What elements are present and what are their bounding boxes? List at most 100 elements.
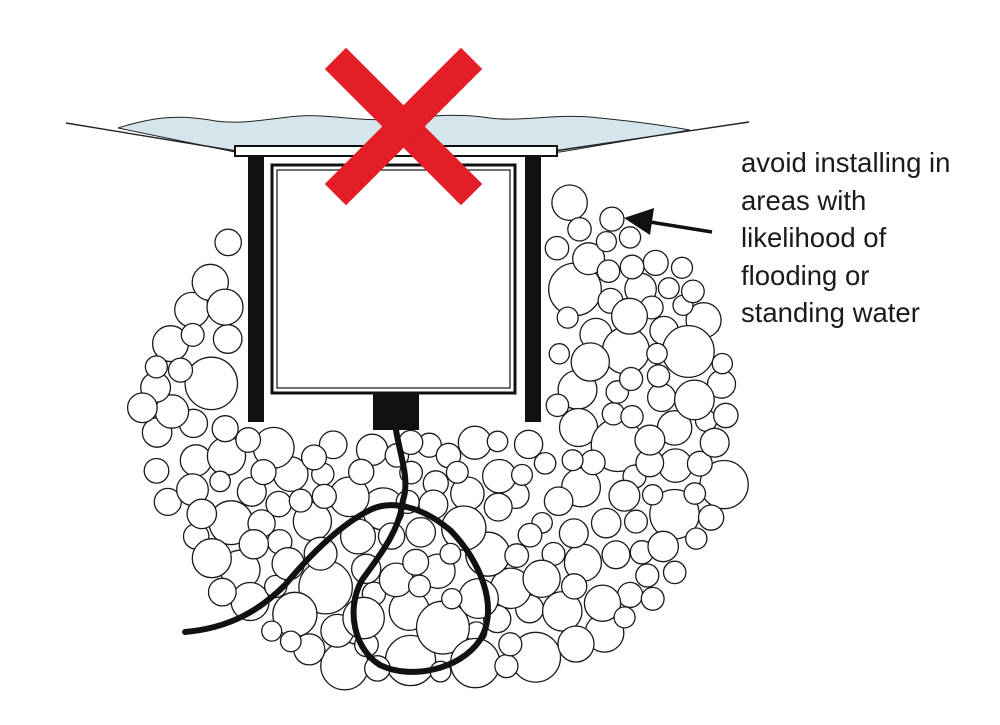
gravel-stone <box>498 632 523 657</box>
gravel-stone <box>180 322 205 347</box>
fixture-housing <box>234 145 558 430</box>
gravel-stone <box>697 504 725 531</box>
gravel-stone <box>673 379 715 421</box>
gravel-stone <box>143 457 170 484</box>
gravel-stone <box>646 342 668 365</box>
gravel-stone <box>642 249 669 277</box>
gravel-stone <box>661 324 715 379</box>
gravel-stone <box>599 206 625 232</box>
warning-line: likelihood of <box>741 222 887 253</box>
gravel-stone <box>699 427 730 458</box>
gravel-stone <box>551 184 588 222</box>
gravel-stone <box>560 573 588 600</box>
gravel-bed <box>126 184 749 691</box>
gravel-stone <box>610 297 649 335</box>
gravel-stone <box>595 230 618 253</box>
gravel-stone <box>545 393 570 418</box>
light-fixture-body <box>270 163 517 395</box>
gravel-stone <box>402 548 430 576</box>
gravel-stone <box>558 518 589 549</box>
gravel-stone <box>517 522 543 548</box>
fixture-inner-border <box>276 169 511 389</box>
gravel-stone <box>318 430 348 460</box>
gravel-stone <box>311 483 337 510</box>
gravel-stone <box>670 256 694 279</box>
gravel-stone <box>167 357 194 383</box>
gravel-stone <box>579 449 606 476</box>
gravel-stone <box>153 487 182 517</box>
gravel-stone <box>543 486 574 517</box>
gravel-stone <box>567 216 592 242</box>
gravel-stone <box>212 324 243 354</box>
gravel-stone <box>635 563 660 588</box>
gravel-stone <box>347 458 375 486</box>
gravel-stone <box>486 430 509 453</box>
gravel-stone <box>186 498 218 530</box>
gravel-stone <box>522 559 561 599</box>
gravel-stone <box>206 288 244 326</box>
gravel-stone <box>572 242 606 276</box>
gravel-stone <box>544 235 570 261</box>
gravel-stone <box>556 306 579 329</box>
warning-line: standing water <box>741 297 920 328</box>
gravel-stone <box>288 488 313 513</box>
gravel-stone <box>457 577 499 620</box>
gravel-stone <box>616 581 644 609</box>
gravel-stone <box>271 547 305 581</box>
warning-line: flooding or <box>741 259 870 291</box>
gravel-stone <box>214 228 243 257</box>
gravel-stone <box>533 451 557 475</box>
gravel-stone <box>618 366 644 392</box>
gravel-stone <box>683 482 707 505</box>
gravel-stone <box>601 540 631 570</box>
gravel-stone <box>608 479 641 512</box>
gravel-stone <box>657 277 680 300</box>
housing-wall-right <box>525 156 541 422</box>
ground-line <box>65 122 237 152</box>
warning-caption: avoid installing in areas with likelihoo… <box>741 144 991 332</box>
gravel-stone <box>184 356 239 411</box>
red-x-icon <box>324 47 483 206</box>
gravel-stone <box>445 460 469 484</box>
gravel-stone <box>680 279 705 304</box>
gravel-stone <box>209 470 231 493</box>
gravel-stone <box>711 352 734 375</box>
gravel-stone <box>634 424 666 456</box>
gravel-stone <box>613 606 636 629</box>
gravel-stone <box>342 596 385 640</box>
gravel-stone <box>144 355 169 379</box>
gravel-stone <box>620 404 644 429</box>
gravel-stone <box>191 538 232 579</box>
warning-line: avoid installing in <box>741 147 951 178</box>
gravel-stone <box>513 429 544 460</box>
gravel-stone <box>250 458 277 486</box>
gravel-stone <box>646 382 677 413</box>
gravel-stone <box>494 653 519 679</box>
gravel-stone <box>662 560 687 585</box>
gravel-stone <box>623 509 649 534</box>
gravel-stone <box>619 254 645 280</box>
gravel-stone <box>179 444 213 477</box>
gravel-stone <box>590 507 622 539</box>
gravel-stone <box>261 620 283 642</box>
gravel-stone <box>646 364 671 388</box>
gravel-stone <box>238 529 270 560</box>
warning-line: areas with <box>741 184 867 216</box>
gravel-stone <box>300 444 328 471</box>
gravel-stone <box>441 587 463 610</box>
housing-wall-left <box>248 156 264 422</box>
cable-gland <box>373 393 419 430</box>
gravel-stone <box>570 342 611 382</box>
gravel-stone <box>548 343 571 365</box>
gravel-stone <box>483 492 513 522</box>
gravel-stone <box>439 542 462 565</box>
gravel-stone <box>303 536 338 571</box>
gravel-stone <box>640 586 665 611</box>
gravel-stone <box>457 425 492 460</box>
gravel-stone <box>279 630 302 653</box>
gravel-stone <box>407 574 432 598</box>
gravel-stone <box>561 449 584 472</box>
gravel-stone <box>647 530 680 563</box>
power-cable <box>182 427 491 675</box>
